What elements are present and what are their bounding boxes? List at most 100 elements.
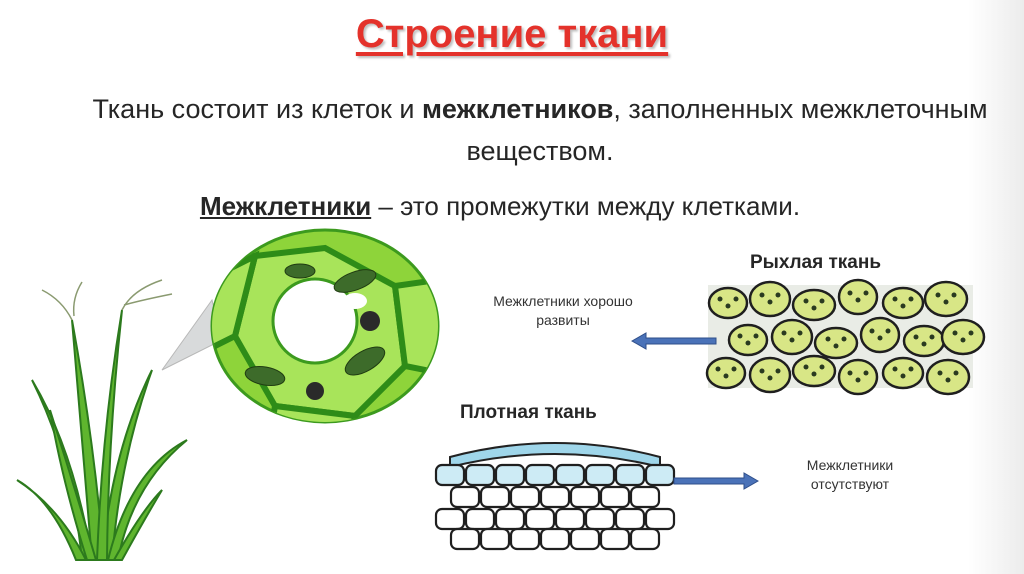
chloroplast-dot <box>877 335 883 341</box>
grass-plant-illustration <box>16 279 223 561</box>
chloroplast-dot <box>913 334 919 340</box>
dense-cell <box>524 463 556 487</box>
chloroplast-dot <box>841 336 847 342</box>
loose-tissue-note: Межклетники хорошо развиты <box>493 293 633 328</box>
chloroplast-dot <box>819 364 825 370</box>
dense-tissue-label: Плотная ткань <box>460 402 597 423</box>
chloroplast-dot <box>781 330 787 336</box>
loose-cell <box>770 318 814 356</box>
definition-body: – это промежутки между клетками. <box>371 191 801 221</box>
arrow-right-icon <box>673 472 760 490</box>
chloroplast-dot <box>929 334 935 340</box>
chloroplast-dot <box>811 305 817 311</box>
loose-cell <box>925 358 971 396</box>
dense-cell <box>449 527 481 551</box>
chloroplast-dot <box>737 333 743 339</box>
dense-cell <box>554 507 586 531</box>
definition-text: Межклетники – это промежутки между клетк… <box>60 191 940 222</box>
dense-cell <box>464 463 496 487</box>
dense-cell <box>614 507 646 531</box>
chloroplast-dot <box>892 366 898 372</box>
definition-term: Межклетники <box>199 191 372 221</box>
dense-cell <box>434 507 466 531</box>
chloroplast-dot <box>767 299 773 305</box>
chloroplast-dot <box>847 370 853 376</box>
loose-cell <box>813 326 859 360</box>
chloroplast-dot <box>892 296 898 302</box>
chloroplast-dot <box>952 330 958 336</box>
chloroplast-dot <box>908 366 914 372</box>
magnified-cells-illustration <box>210 228 440 424</box>
loose-cell <box>940 318 986 356</box>
chloroplast-dot <box>869 328 875 334</box>
chloroplast-dot <box>945 377 951 383</box>
chloroplast-dot <box>725 303 731 309</box>
dense-cell <box>584 507 616 531</box>
chloroplast-dot <box>731 366 737 372</box>
chloroplast-dot <box>935 292 941 298</box>
loose-cell <box>837 278 879 316</box>
dense-cell <box>569 485 601 509</box>
loose-cell <box>881 356 925 390</box>
chloroplast-dot <box>863 370 869 376</box>
loose-tissue-label: Рыхлая ткань <box>750 252 882 273</box>
loose-cell <box>748 356 792 394</box>
loose-cell <box>705 356 747 390</box>
loose-cell <box>727 323 769 357</box>
chloroplast-dot <box>855 297 861 303</box>
chloroplast-dot <box>819 298 825 304</box>
dense-cell <box>644 463 676 487</box>
chloroplast-dot <box>855 377 861 383</box>
chloroplast-dot <box>960 337 966 343</box>
chloroplast-dot <box>803 298 809 304</box>
chloroplast-dot <box>825 336 831 342</box>
chloroplast-dot <box>759 292 765 298</box>
loose-cell <box>791 354 837 388</box>
chloroplast-dot <box>723 373 729 379</box>
chloroplast-dot <box>833 343 839 349</box>
dense-tissue-note: Межклетники отсутствуют <box>806 457 894 492</box>
loose-cell <box>923 280 969 318</box>
chloroplast-dot <box>775 292 781 298</box>
dense-cell <box>479 485 511 509</box>
loose-cell <box>707 286 749 320</box>
dense-cell <box>464 507 496 531</box>
chloroplast-dot <box>847 290 853 296</box>
dense-cell <box>509 527 541 551</box>
chloroplast-dot <box>937 370 943 376</box>
dense-cell <box>494 463 526 487</box>
dense-cell <box>434 463 466 487</box>
chloroplast-dot <box>797 330 803 336</box>
chloroplast-dot <box>759 368 765 374</box>
loose-cell <box>859 316 901 354</box>
loose-cell <box>791 288 837 322</box>
dense-cell <box>599 485 631 509</box>
loose-cell <box>881 286 925 320</box>
dense-cell <box>449 485 481 509</box>
chloroplast-dot <box>717 296 723 302</box>
slide-title: Строение ткани <box>355 12 669 56</box>
arrow-left-icon <box>630 332 717 350</box>
chloroplast-dot <box>908 296 914 302</box>
dense-cell <box>554 463 586 487</box>
chloroplast-dot <box>803 364 809 370</box>
chloroplast-dot <box>863 290 869 296</box>
chloroplast-dot <box>968 330 974 336</box>
slide-edge-shade <box>968 0 1024 574</box>
intro-bold-term: межклетников <box>421 94 614 124</box>
intro-part-2: , заполненных межклеточным веществом. <box>466 94 988 166</box>
dense-cell <box>614 463 646 487</box>
chloroplast-dot <box>745 340 751 346</box>
chloroplast-dot <box>900 303 906 309</box>
chloroplast-dot <box>733 296 739 302</box>
dense-cell <box>629 527 661 551</box>
dense-cell <box>629 485 661 509</box>
chloroplast-dot <box>900 373 906 379</box>
dense-cell <box>569 527 601 551</box>
chloroplast-dot <box>943 299 949 305</box>
dense-cell <box>479 527 511 551</box>
loose-tissue-illustration <box>705 278 986 396</box>
dense-tissue-illustration <box>434 442 676 551</box>
dense-cell <box>599 527 631 551</box>
intro-text: Ткань состоит из клеток и межклетников, … <box>60 88 1020 172</box>
